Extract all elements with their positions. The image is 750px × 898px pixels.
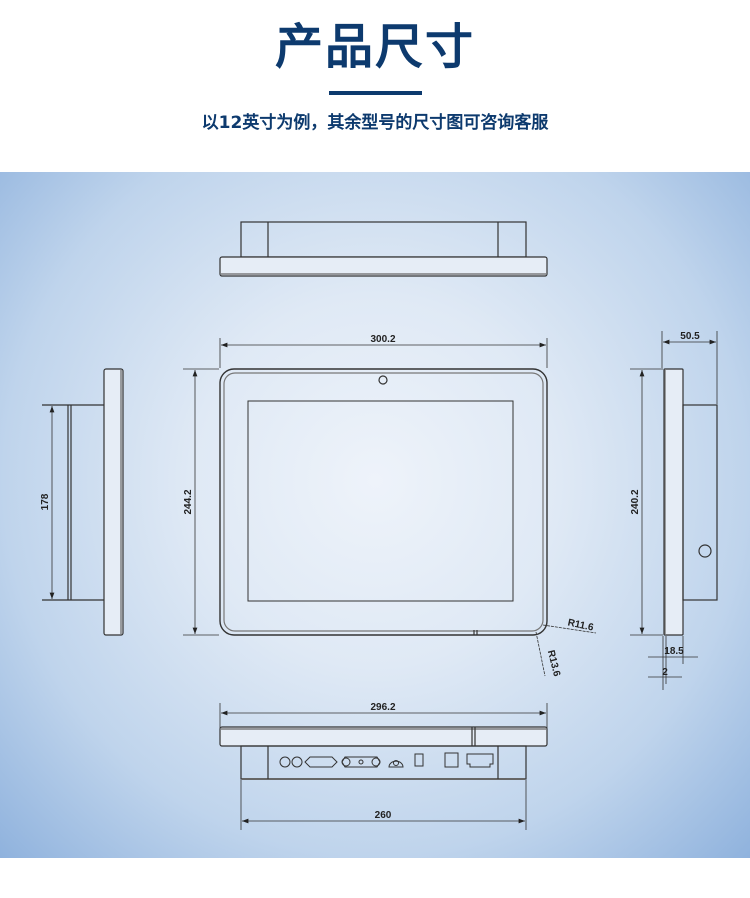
page-subtitle: 以12英寸为例，其余型号的尺寸图可咨询客服	[201, 113, 549, 133]
dim-corner-inner-radius: R11.6	[567, 617, 595, 633]
audio-jack-icon	[291, 756, 303, 768]
dim-right-height: 240.2	[630, 489, 641, 514]
port-row	[279, 752, 494, 768]
dim-right-depth: 50.5	[680, 331, 700, 342]
top-view	[219, 221, 548, 277]
dim-front-width: 300.2	[370, 334, 395, 345]
front-view	[183, 338, 597, 677]
dim-front-height: 244.2	[183, 489, 194, 514]
usb-port-icon	[444, 752, 459, 768]
dim-bottom-back-width: 260	[375, 810, 392, 821]
title-underline	[329, 91, 422, 95]
right-side-view	[630, 331, 718, 690]
vga-port-icon	[304, 756, 338, 768]
switch-icon	[414, 753, 424, 767]
audio-jack-icon	[279, 756, 291, 768]
dim-corner-outer-radius: R13.6	[545, 649, 562, 678]
dim-right-lip: 2	[662, 667, 668, 678]
page-title: 产品尺寸	[274, 19, 475, 75]
dim-right-bezel: 18.5	[664, 646, 684, 657]
bottom-view	[219, 703, 548, 830]
dim-bottom-width: 296.2	[370, 702, 395, 713]
rj45-port-icon	[466, 753, 494, 768]
dim-left-height: 178	[40, 493, 51, 510]
dc-power-port-icon	[388, 760, 404, 768]
left-side-view	[42, 368, 124, 636]
